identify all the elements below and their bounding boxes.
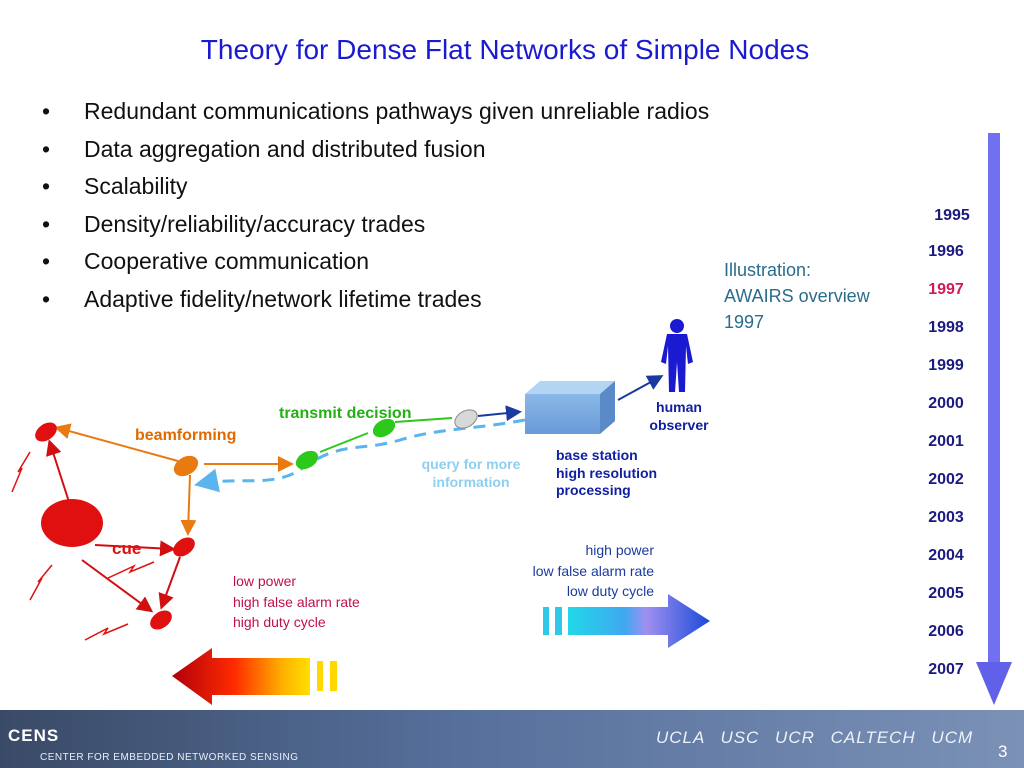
orange-link (54, 423, 294, 536)
bullet-dot: • (42, 173, 51, 200)
slide-title: Theory for Dense Flat Networks of Simple… (200, 34, 810, 65)
base-station-line: high resolution (556, 464, 658, 481)
cue-label: cue (112, 539, 142, 558)
red-link (46, 439, 181, 613)
illustration-line: Illustration: (724, 260, 812, 280)
base-station-label: base station high resolution processing (556, 447, 657, 500)
base-station-line: processing (556, 482, 631, 498)
illustration-caption: Illustration: AWAIRS overview 1997 (724, 257, 870, 335)
bullet-dot: • (42, 210, 51, 237)
query-line: information (432, 474, 510, 490)
high-power-line: low false alarm rate (532, 562, 654, 579)
university-list: UCLA USC UCR CALTECH UCM (656, 728, 974, 747)
year-label: 2000 (928, 395, 964, 412)
bullet-text: Data aggregation and distributed fusion (84, 135, 486, 162)
illustration-line: AWAIRS overview (724, 286, 870, 306)
bullet-item: • Data aggregation and distributed fusion (42, 134, 709, 172)
human-observer-line: human (656, 399, 702, 415)
year-label: 2005 (928, 585, 964, 602)
year-label: 1998 (928, 319, 964, 336)
human-observer-line: observer (649, 416, 709, 433)
bullet-item: • Density/reliability/accuracy trades (42, 209, 709, 247)
timeline-arrow (976, 133, 1012, 705)
year-label: 1999 (928, 357, 964, 374)
year-label: 2001 (928, 433, 964, 450)
year-label: 2007 (928, 661, 964, 678)
low-power-line: low power (233, 573, 297, 589)
base-station-line: base station (556, 447, 638, 463)
low-power-line: high false alarm rate (233, 593, 360, 610)
bullet-item: • Redundant communications pathways given… (42, 96, 709, 134)
bullet-item: • Scalability (42, 171, 709, 209)
transmit-decision-label: transmit decision (279, 405, 412, 422)
year-label: 1996 (928, 243, 964, 260)
bullet-item: • Adaptive fidelity/network lifetime trad… (42, 284, 709, 322)
high-power-arrow (543, 594, 710, 648)
green-link (319, 417, 453, 453)
bullet-dot: • (42, 98, 51, 124)
orange-node-icon (173, 455, 199, 477)
bullet-text: Adaptive fidelity/network lifetime trade… (84, 285, 482, 312)
bullet-dot: • (42, 135, 51, 162)
bullet-text: Cooperative communication (84, 248, 370, 275)
year-label: 2002 (928, 471, 964, 488)
red-node-icon (150, 610, 172, 630)
year-label: 2004 (928, 547, 964, 564)
footer-bar: CENS CENTER FOR EMBEDDED NETWORKED SENSI… (0, 710, 1024, 768)
query-path (194, 418, 526, 493)
low-power-line: high duty cycle (233, 614, 326, 630)
bullet-list: • Redundant communications pathways given… (42, 96, 709, 322)
illustration-line: 1997 (724, 312, 765, 332)
network-diagram (11, 133, 1012, 705)
green-node-icon (372, 418, 396, 438)
human-observer-label: human observer (636, 399, 722, 434)
gray-node-icon (454, 409, 478, 429)
lightning-icon (11, 451, 155, 641)
red-node-icon (41, 499, 103, 547)
year-label: 2003 (928, 509, 964, 526)
base-station-icon (525, 381, 615, 434)
bullet-text: Scalability (84, 173, 188, 200)
bullet-text: Redundant communications pathways given … (84, 98, 710, 124)
high-power-line: low duty cycle (566, 583, 654, 599)
red-node-icon (35, 422, 57, 442)
low-power-arrow (172, 648, 337, 705)
beamforming-label: beamforming (135, 427, 237, 444)
year-label: 1997 (928, 281, 964, 298)
query-line: query for more (421, 456, 521, 472)
year-label: 1995 (934, 207, 970, 224)
bullet-dot: • (42, 248, 51, 275)
blue-link (477, 375, 664, 422)
green-node-icon (295, 450, 319, 470)
center-name: CENTER FOR EMBEDDED NETWORKED SENSING (40, 752, 299, 763)
red-node-icon (173, 537, 195, 557)
high-power-label: high power low false alarm rate low duty… (478, 540, 654, 602)
year-label: 2006 (928, 623, 964, 640)
page-number: 3 (998, 742, 1008, 761)
high-power-line: high power (585, 542, 655, 558)
bullet-item: • Cooperative communication (42, 246, 709, 284)
low-power-label: low power high false alarm rate high dut… (233, 571, 360, 633)
bullet-dot: • (42, 285, 51, 312)
bullet-text: Density/reliability/accuracy trades (84, 210, 426, 237)
query-label: query for more information (402, 455, 540, 491)
human-observer-icon (661, 319, 693, 392)
cens-logo: CENS (8, 726, 60, 745)
